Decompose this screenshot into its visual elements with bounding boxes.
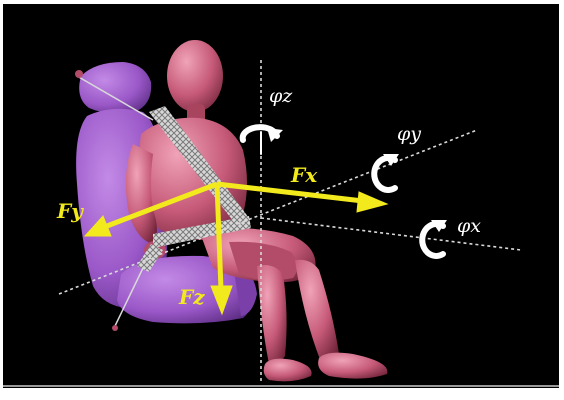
fy-label: Fy <box>56 199 84 223</box>
dummy-foot-right <box>318 353 387 379</box>
scene-background: Fx Fy Fz φz φy φx <box>3 4 559 388</box>
moment-labels: φz φy φx <box>269 85 481 237</box>
phi-y-label: φy <box>397 123 421 145</box>
dummy-foot-left <box>264 359 312 382</box>
fz-label: Fz <box>178 285 205 309</box>
seat-headrest <box>79 62 151 113</box>
phi-z-label: φz <box>269 85 293 107</box>
fx-label: Fx <box>290 163 318 187</box>
phi-x-label: φx <box>457 215 481 237</box>
belt-anchor-bottom <box>112 325 118 331</box>
crash-test-dummy <box>126 40 388 381</box>
phi-y-moment-icon <box>374 154 399 190</box>
phi-z-moment-icon <box>243 127 283 154</box>
phi-x-moment-icon <box>422 220 447 256</box>
diagram-canvas: Fx Fy Fz φz φy φx <box>3 4 559 388</box>
dummy-lower-leg-right <box>295 260 339 363</box>
belt-anchor-top <box>75 70 83 78</box>
dummy-head <box>167 40 223 112</box>
